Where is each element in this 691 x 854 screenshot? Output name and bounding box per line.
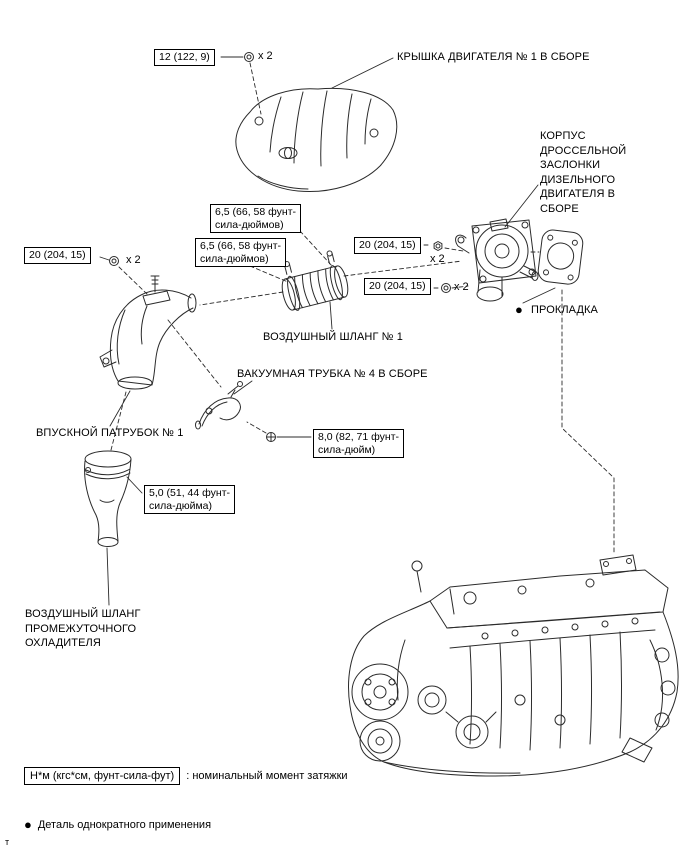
air-hose-drawing [281,250,349,311]
single-use-note: Деталь однократного применения [37,818,212,831]
bolt-icon-throttle [441,283,451,293]
label-intake-pipe: ВПУСКНОЙ ПАТРУБОК № 1 [36,427,184,439]
torque-box-intercooler-clamp: 5,0 (51, 44 фунт- сила-дюйма) [144,485,235,514]
gasket-bullet-icon: ● [515,302,523,317]
qty-engine-cover-bolt: x 2 [258,50,273,62]
single-use-bullet-icon: ● [24,817,32,832]
bolt-icon-intake [109,256,119,266]
leader-lines [99,56,556,606]
label-gasket: ПРОКЛАДКА [531,304,598,316]
label-air-hose: ВОЗДУШНЫЙ ШЛАНГ № 1 [263,331,403,343]
torque-box-throttle-bolt: 20 (204, 15) [364,278,431,295]
qty-intake-bolt: x 2 [126,254,141,266]
torque-box-throttle-nut: 20 (204, 15) [354,237,421,254]
torque-box-engine-cover: 12 (122, 9) [154,49,215,66]
intake-pipe-drawing [99,275,197,390]
engine-block-drawing [348,554,679,777]
page-corner-mark: т [5,837,10,847]
torque-note: : номинальный момент затяжки [186,770,348,782]
intercooler-hose-drawing [84,450,132,547]
bolt-icon-cover [244,52,254,62]
screw-icon-vacuum [266,432,276,442]
nut-icon-throttle [433,241,443,251]
torque-box-hose-clamp-lower: 6,5 (66, 58 фунт- сила-дюймов) [195,238,286,267]
gasket-drawing [537,229,584,285]
torque-box-hose-clamp-upper: 6,5 (66, 58 фунт- сила-дюймов) [210,204,301,233]
throttle-body-drawing [455,218,539,302]
qty-throttle-bolt: x 2 [454,281,469,293]
single-use-legend: ● Деталь однократного применения [24,818,211,831]
torque-legend: Н*м (кгс*см, фунт-сила-фут) : номинальны… [24,767,348,785]
torque-box-intake-bolt: 20 (204, 15) [24,247,91,264]
label-throttle-body: КОРПУС ДРОССЕЛЬНОЙ ЗАСЛОНКИ ДИЗЕЛЬНОГО Д… [540,130,627,215]
label-engine-cover: КРЫШКА ДВИГАТЕЛЯ № 1 В СБОРЕ [397,51,590,63]
fastener-icons [109,52,451,442]
torque-box-vacuum-screw: 8,0 (82, 71 фунт- сила-дюйм) [313,429,404,458]
assembly-dashed-lines [110,62,615,553]
engine-cover-drawing [235,87,398,193]
torque-unit-box: Н*м (кгс*см, фунт-сила-фут) [24,767,181,785]
label-vacuum-tube: ВАКУУМНАЯ ТРУБКА № 4 В СБОРЕ [237,368,428,380]
vacuum-tube-drawing [195,381,243,430]
qty-throttle-nut: x 2 [430,253,445,265]
label-intercooler-hose: ВОЗДУШНЫЙ ШЛАНГ ПРОМЕЖУТОЧНОГО ОХЛАДИТЕЛ… [25,608,141,649]
